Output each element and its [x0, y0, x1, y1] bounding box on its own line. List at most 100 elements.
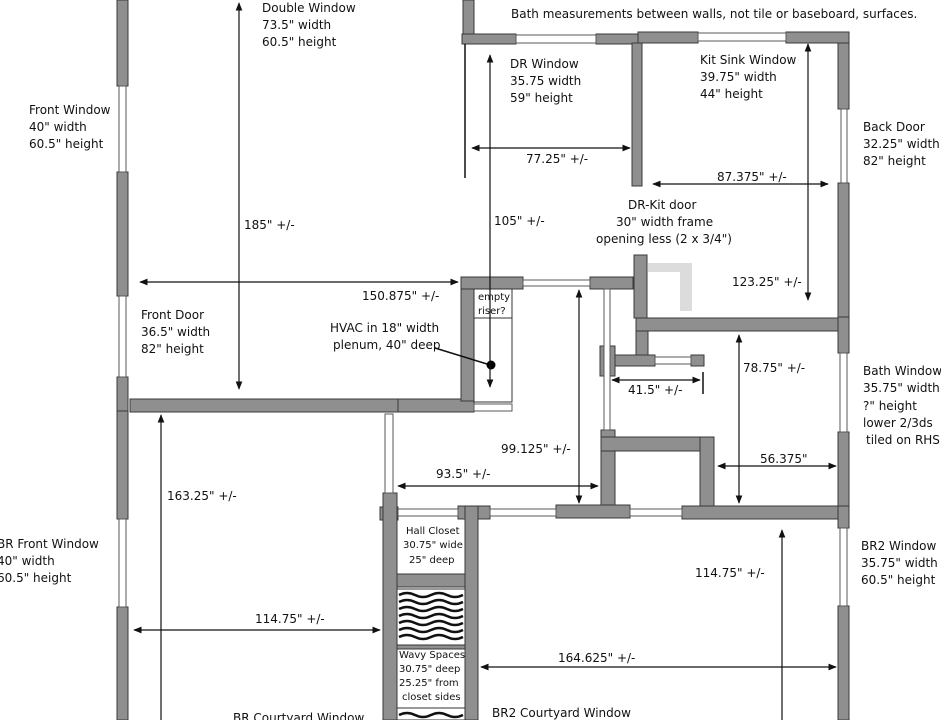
svg-text:39.75" width: 39.75" width: [700, 70, 777, 84]
svg-text:DR-Kit door: DR-Kit door: [628, 198, 696, 212]
bath-door-opening: [629, 508, 683, 517]
svg-text:Front Door: Front Door: [141, 308, 204, 322]
kit-sink-window-label: Kit Sink Window 39.75" width 44" height: [700, 53, 797, 101]
svg-text:DR Window: DR Window: [510, 57, 579, 71]
wall-hvac-left: [460, 276, 475, 402]
wall-hall-bottom-left: [555, 504, 631, 519]
wall-top-kit-right: [785, 31, 850, 44]
svg-text:Front Window: Front Window: [29, 103, 111, 117]
svg-text:35.75 width: 35.75 width: [510, 74, 581, 88]
wavy-spaces-label: Wavy Spaces 30.75" deep 25.25" from clos…: [399, 650, 465, 703]
wall-left-mid: [116, 171, 129, 297]
svg-text:82" height: 82" height: [141, 342, 204, 356]
kitchen-corner-light-v: [680, 263, 692, 311]
dr-window-label: DR Window 35.75 width 59" height: [510, 57, 581, 105]
dim-56: 56.375": [760, 452, 808, 466]
front-window-label: Front Window 40" width 60.5" height: [29, 103, 111, 151]
br2-window-opening: [839, 527, 848, 607]
dim-93: 93.5" +/-: [436, 467, 490, 481]
wall-hall-box-top: [600, 436, 715, 452]
wall-riser-top-right: [589, 276, 634, 290]
svg-text:35.75" width: 35.75" width: [861, 556, 938, 570]
svg-text:riser?: riser?: [478, 306, 506, 317]
window-left-upper: [118, 85, 127, 173]
svg-text:?" height: ?" height: [863, 399, 917, 413]
svg-text:closet sides: closet sides: [402, 692, 461, 703]
svg-text:BR2 Window: BR2 Window: [861, 539, 937, 553]
svg-text:82" height: 82" height: [863, 154, 926, 168]
svg-text:empty: empty: [478, 292, 510, 303]
wall-living-bottom: [129, 398, 399, 413]
svg-text:30.75" deep: 30.75" deep: [399, 664, 460, 675]
front-door-opening: [118, 295, 127, 378]
openings: [118, 32, 848, 608]
dim-87: 87.375" +/-: [717, 170, 787, 184]
wall-right-bath-lower: [837, 431, 850, 507]
svg-text:Back Door: Back Door: [863, 120, 925, 134]
closet-door-opening: [397, 508, 459, 517]
walls: [116, 0, 850, 720]
wall-right-top: [837, 42, 850, 110]
wall-kit-bath: [635, 317, 839, 332]
dim-114b: 114.75" +/-: [695, 566, 765, 580]
svg-text:Kit Sink Window: Kit Sink Window: [700, 53, 797, 67]
dr-window-opening: [515, 34, 597, 44]
wall-closet-right: [464, 505, 479, 720]
kit-sink-window-opening: [697, 32, 787, 42]
wavy-pattern: [396, 588, 466, 720]
br-front-window-label: BR Front Window 40" width 60.5" height: [0, 537, 99, 585]
back-door-opening: [840, 108, 848, 184]
hall-door-opening-right: [603, 288, 611, 431]
svg-text:opening less (2 x 3/4"): opening less (2 x 3/4"): [596, 232, 732, 246]
dim-99: 99.125" +/-: [501, 442, 571, 456]
wall-right-mid: [837, 182, 850, 318]
hvac-box: [473, 317, 513, 403]
dim-185: 185" +/-: [244, 218, 295, 232]
wall-hall-stub-2: [690, 354, 705, 367]
wall-right-bath-upper: [837, 316, 850, 354]
dr-kit-door-label: DR-Kit door 30" width frame opening less…: [596, 198, 732, 246]
wall-top-dr-left: [461, 33, 517, 45]
hall-bottom-opening: [489, 508, 557, 517]
hvac-bottom-opening: [473, 403, 513, 412]
svg-text:tiled on RHS: tiled on RHS: [866, 433, 940, 447]
svg-text:60.5" height: 60.5" height: [262, 35, 337, 49]
wall-dr-kit-divider: [631, 42, 643, 187]
double-window-label: Double Window 73.5" width 60.5" height: [262, 1, 356, 49]
hall-closet-label: Hall Closet 30.75" wide 25" deep: [403, 526, 463, 566]
svg-text:25" deep: 25" deep: [409, 555, 455, 566]
dim-78: 78.75" +/-: [743, 361, 805, 375]
br2-courtyard-window-label: BR2 Courtyard Window: [492, 706, 631, 720]
svg-text:Hall Closet: Hall Closet: [406, 526, 460, 537]
kitchen-corner-light: [648, 263, 692, 272]
back-door-label: Back Door 32.25" width 82" height: [863, 120, 940, 168]
br-courtyard-window-label: BR Courtyard Window: [233, 711, 364, 720]
wall-hvac-top: [460, 276, 524, 290]
dim-41: 41.5" +/-: [628, 383, 682, 397]
hvac-leader: [434, 347, 488, 365]
hvac-label: HVAC in 18" width plenum, 40" deep: [330, 321, 440, 352]
wall-hall-box-right: [699, 436, 715, 508]
wall-right-br2-upper: [837, 505, 850, 529]
svg-text:BR Front Window: BR Front Window: [0, 537, 99, 551]
svg-text:60.5" height: 60.5" height: [861, 573, 936, 587]
svg-text:73.5" width: 73.5" width: [262, 18, 331, 32]
wall-right-br2-lower: [837, 605, 850, 720]
hall-door-opening-left: [384, 413, 394, 494]
svg-text:60.5" height: 60.5" height: [0, 571, 72, 585]
svg-text:30" width frame: 30" width frame: [616, 215, 713, 229]
hall-stub-opening: [654, 356, 692, 365]
svg-text:Wavy Spaces: Wavy Spaces: [399, 650, 465, 661]
svg-text:30.75" wide: 30.75" wide: [403, 540, 463, 551]
svg-text:35.75" width: 35.75" width: [863, 381, 940, 395]
wall-top-left-stub: [462, 0, 475, 35]
svg-text:Double Window: Double Window: [262, 1, 356, 15]
wall-left-door-jamb: [116, 376, 129, 412]
wall-hall-bottom-right: [681, 505, 839, 520]
wall-kit-door-jamb: [633, 254, 648, 319]
br2-window-label: BR2 Window 35.75" width 60.5" height: [861, 539, 938, 587]
dim-150: 150.875" +/-: [362, 289, 439, 303]
wall-left-bottom: [116, 606, 129, 720]
svg-text:lower 2/3ds: lower 2/3ds: [863, 416, 933, 430]
